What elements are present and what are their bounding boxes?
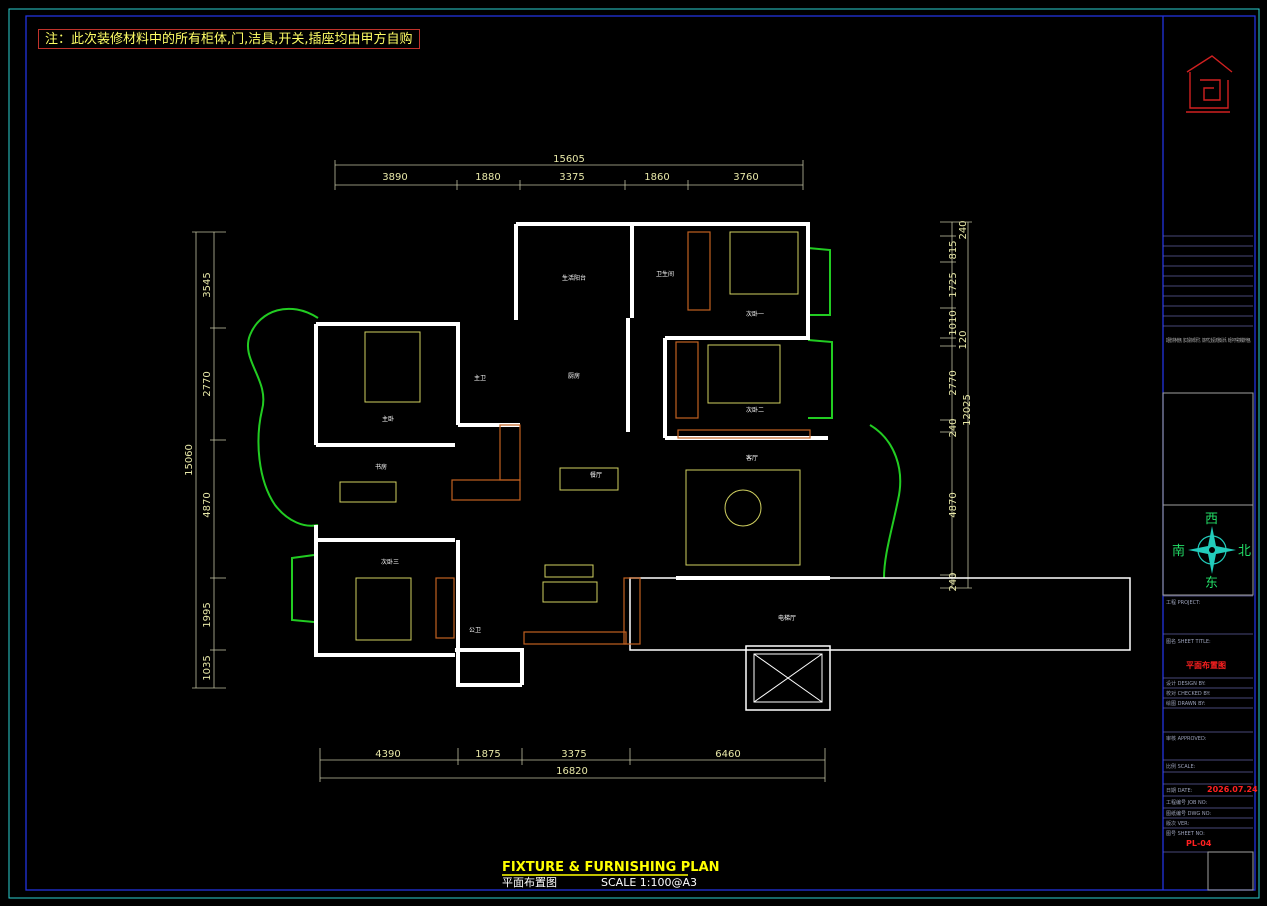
room-bedroom2: 次卧一 [746,310,764,318]
project-label: 工程 PROJECT: [1166,599,1201,606]
room-dining: 餐厅 [590,471,602,479]
title-block-notes: 本图纸仅供参考使用，施工前请核对现场尺寸，如有不符之处请及时通知设计师，未经许可… [1166,337,1252,344]
outer-frame [8,8,1260,899]
left-dim-2: 2770 [202,371,213,396]
top-dim-4: 1860 [644,172,669,183]
drawing-scale: SCALE 1:100@A3 [601,876,697,889]
top-dim-5: 3760 [733,172,758,183]
top-total-dim: 15605 [553,154,585,165]
compass-north: 北 [1238,544,1251,559]
bottom-dim-2: 1875 [475,749,500,760]
left-dimension-lines [192,231,226,689]
elevator-hall-outline [629,577,1131,651]
design-label: 设计 DESIGN BY: [1166,680,1206,687]
drawing-subtitle: 平面布置图 [502,876,557,889]
date-label: 日期 DATE: [1166,788,1193,794]
right-dim-6: 2770 [948,370,959,395]
date-value: 2026.07.24 [1207,785,1258,794]
scale-label: 比例 SCALE: [1166,763,1196,770]
title-block-compass-box [1162,504,1254,596]
compass-rose-icon [1188,526,1236,574]
room-bedroom4: 次卧三 [381,558,399,566]
job-no-label: 工程编号 JOB NO: [1166,799,1208,806]
draw-label: 绘图 DRAWN BY: [1166,700,1206,707]
room-balcony: 生活阳台 [562,274,586,282]
compass-east: 东 [1205,576,1218,591]
title-block-grid [1163,235,1253,853]
drawing-title: FIXTURE & FURNISHING PLAN [502,860,720,875]
furniture [339,231,801,641]
title-block-notes-box [1162,392,1254,506]
room-public-bath: 公卫 [469,627,481,634]
room-elevator-hall: 电梯厅 [778,614,796,622]
cabinets [435,231,811,645]
left-total-dim: 15060 [184,444,195,476]
sheet-title-value: 平面布置图 [1186,660,1226,670]
room-living: 客厅 [746,454,758,462]
bottom-dim-1: 4390 [375,749,400,760]
garden-landscape [247,247,902,623]
sheet-no-value: PL-04 [1186,839,1212,848]
company-logo [1186,55,1233,113]
top-dim-1: 3890 [382,172,407,183]
right-dim-3: 1725 [948,272,959,297]
sheet-no-label: 图号 SHEET NO: [1166,831,1205,837]
bottom-dimension-lines [319,748,826,782]
compass-south: 南 [1172,543,1185,559]
left-dim-5: 1035 [202,655,213,680]
right-dim-9: 240 [948,572,959,591]
walls [314,222,830,687]
right-dim-2: 815 [948,240,959,259]
room-study: 书房 [375,463,387,471]
elevator-shaft-outline [745,645,831,711]
approve-label: 审核 APPROVED: [1166,735,1207,742]
procurement-notice: 注：此次装修材料中的所有柜体,门,洁具,开关,插座均由甲方自购 [38,29,420,49]
inner-frame [25,15,1256,891]
right-total-dim: 12025 [962,394,973,426]
right-dim-4: 1010 [948,310,959,335]
room-master-bath: 主卫 [474,374,486,382]
bottom-total-dim: 16820 [556,766,588,777]
top-dim-3: 3375 [559,172,584,183]
right-dim-1: 240 [958,220,969,239]
drawing-no-label: 图纸编号 DWG NO: [1166,810,1211,817]
room-kitchen: 厨房 [568,372,580,380]
title-block-sheet-box [1207,851,1254,891]
right-dim-7: 240 [948,418,959,437]
compass-west: 西 [1205,512,1218,527]
right-dimension-lines [940,221,972,589]
left-dim-1: 3545 [202,272,213,297]
room-master-bedroom: 主卧 [382,415,394,423]
right-dim-5: 120 [958,330,969,349]
room-guest-bath: 卫生间 [656,270,674,278]
elevator-shaft-cross [753,653,823,703]
check-label: 校对 CHECKED BY: [1166,690,1211,697]
right-dim-8: 4870 [948,492,959,517]
top-dim-2: 1880 [475,172,500,183]
bottom-dim-4: 6460 [715,749,740,760]
top-dimension-lines [334,160,804,190]
version-label: 版次 VER: [1166,820,1189,827]
room-bedroom3: 次卧二 [746,406,764,414]
left-dim-4: 1995 [202,602,213,627]
sheet-title-label: 图名 SHEET TITLE: [1166,638,1211,645]
bottom-dim-3: 3375 [561,749,586,760]
left-dim-3: 4870 [202,492,213,517]
